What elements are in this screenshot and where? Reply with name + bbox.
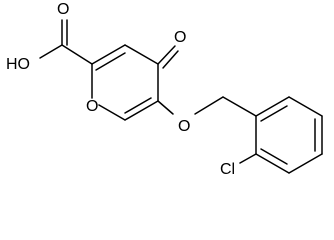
bond-lines xyxy=(39,19,323,174)
bond-ketone-2 xyxy=(162,50,179,69)
bond-benzene-5-inner xyxy=(260,148,288,165)
bond-ketone-1 xyxy=(157,45,176,65)
bond-ch2-benzene xyxy=(222,96,257,117)
chloro-label: Cl xyxy=(220,161,235,178)
atom-labels: O HO O O O Cl xyxy=(6,1,235,178)
bond-c2-carboxyl xyxy=(61,44,93,65)
ketone-oxygen-label: O xyxy=(174,29,186,46)
bond-ether-oxygen-ch2 xyxy=(194,96,224,115)
bond-benzene-1 xyxy=(255,96,290,117)
bond-c5-c6 xyxy=(124,100,159,121)
bond-benzene-4 xyxy=(288,153,323,174)
bond-benzene-5 xyxy=(255,153,290,174)
hydroxyl-label: HO xyxy=(6,56,30,73)
bond-c5-ether-oxygen xyxy=(157,100,174,115)
carboxyl-oxygen-label: O xyxy=(57,1,69,18)
bond-c6-o1 xyxy=(98,104,126,121)
bond-c2-c3-inner xyxy=(95,52,126,71)
ring-oxygen-label: O xyxy=(86,98,98,115)
bond-benzene-2 xyxy=(288,96,323,117)
bond-benzene-1-inner xyxy=(260,105,288,122)
chemical-structure-diagram: O HO O O O Cl xyxy=(6,1,323,178)
bond-c3-c4 xyxy=(124,44,159,65)
bond-c5-c6-inner xyxy=(124,97,152,114)
bond-benzene-chloro xyxy=(239,153,257,164)
ether-oxygen-label: O xyxy=(178,118,190,135)
bond-c2-c3 xyxy=(91,44,126,65)
bond-carboxyl-c-oh xyxy=(39,44,63,59)
